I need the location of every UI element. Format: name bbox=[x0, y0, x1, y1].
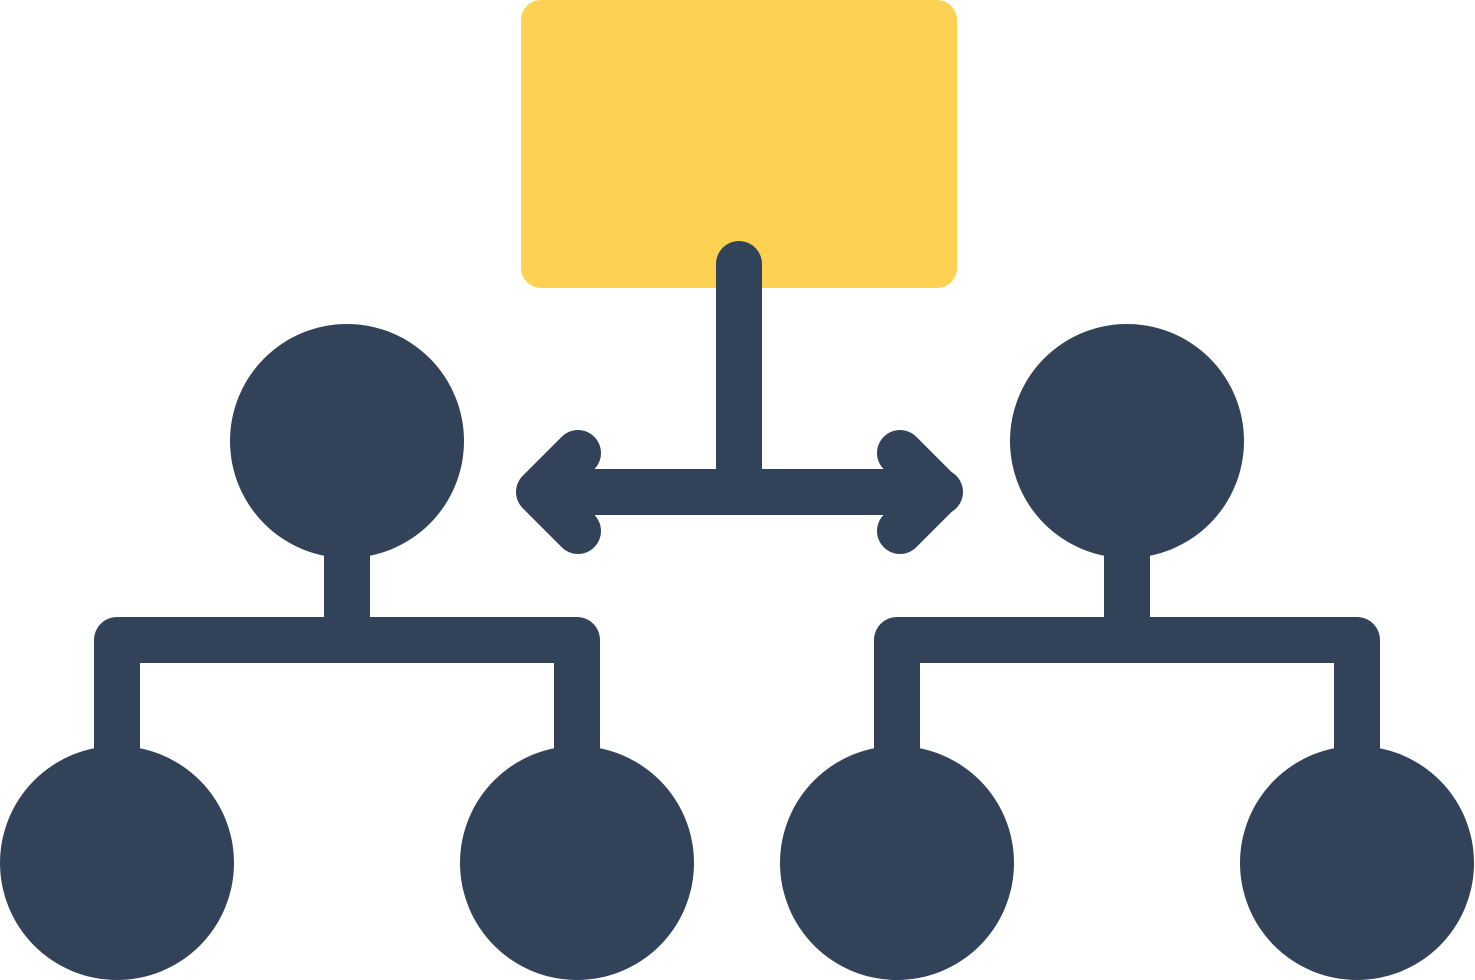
right-child-node-2 bbox=[1240, 746, 1474, 980]
arrow-left-head-icon bbox=[516, 430, 601, 554]
right-parent-node bbox=[1010, 324, 1244, 558]
left-child-node-2 bbox=[460, 746, 694, 980]
left-child-node-1 bbox=[0, 746, 234, 980]
left-parent-node bbox=[230, 324, 464, 558]
right-child-node-1 bbox=[780, 746, 1014, 980]
arrow-right-head-icon bbox=[877, 430, 962, 554]
diagram-structure bbox=[0, 241, 1474, 980]
root-box bbox=[521, 0, 957, 288]
left-connector bbox=[94, 617, 600, 765]
right-connector bbox=[874, 617, 1380, 765]
